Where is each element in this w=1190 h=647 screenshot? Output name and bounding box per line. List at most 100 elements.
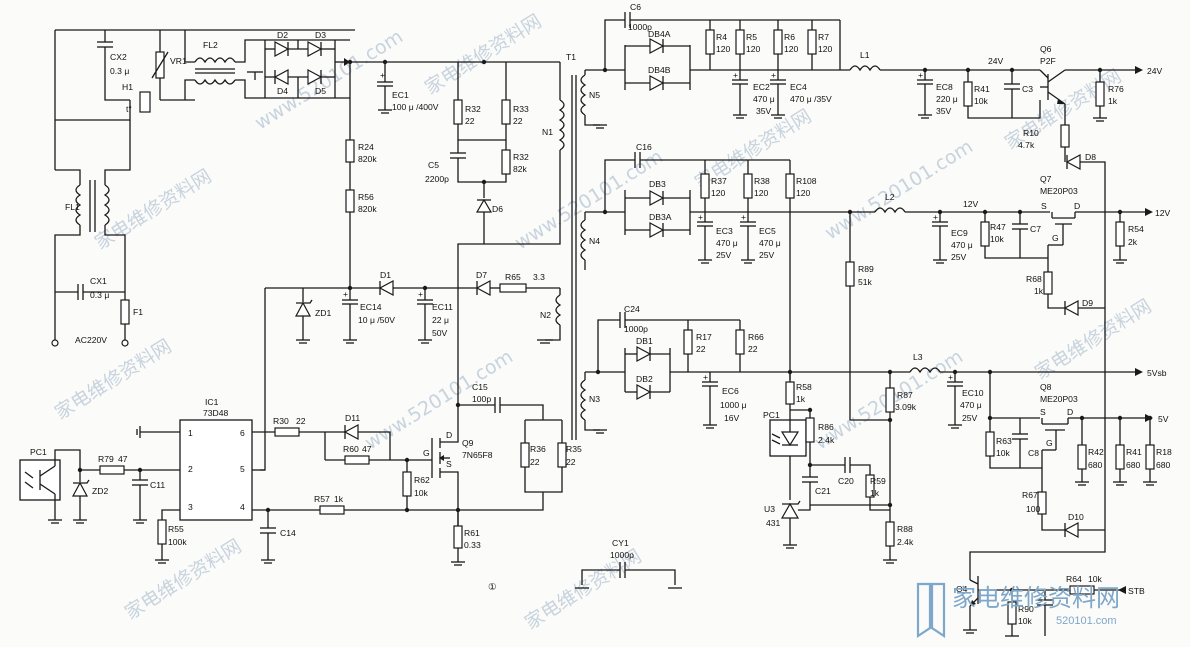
q8-source-label: S — [1040, 407, 1046, 417]
c6-label: C6 — [630, 2, 641, 12]
r30-label: R30 — [273, 416, 289, 426]
r7-resistor — [807, 29, 817, 55]
r88-resistor — [885, 521, 895, 547]
r55-resistor — [157, 519, 167, 545]
v24-node-label: 24V — [988, 56, 1004, 66]
c5-value: 2200p — [425, 174, 449, 184]
d11-label: D11 — [345, 413, 360, 423]
d10-label: D10 — [1068, 512, 1084, 522]
r108-label: R108 — [796, 176, 817, 186]
r38-value: 120 — [754, 188, 769, 198]
r33-resistor — [501, 99, 511, 125]
r87-value: 3.09k — [895, 402, 917, 412]
r58-resistor — [785, 381, 795, 405]
r55-value: 100k — [168, 537, 187, 547]
n3-label: N3 — [589, 394, 600, 404]
r61-resistor — [453, 525, 463, 549]
output-12v-section: N4 C16 DB3 DB3A R37 120 R38 120 R108 120… — [580, 142, 1171, 421]
r32b-resistor — [501, 149, 511, 175]
r68-resistor — [1043, 271, 1053, 295]
watermark-cn: 家电维修资料网 — [121, 535, 245, 624]
cx1-value: 0.3 μ — [90, 290, 109, 300]
r66-value: 22 — [748, 344, 758, 354]
ac-terminal — [51, 339, 59, 347]
q9-source-label: S — [446, 459, 452, 469]
r18-value: 680 — [1156, 460, 1171, 470]
ec5-label: EC5 — [759, 226, 776, 236]
ic1-pin5: 5 — [240, 464, 245, 474]
r79-resistor — [99, 465, 125, 475]
t1-label: T1 — [566, 52, 576, 62]
n5-label: N5 — [589, 90, 600, 100]
ec9-label: EC9 — [951, 228, 968, 238]
r42-resistor — [1077, 444, 1087, 470]
svg-text:+: + — [733, 70, 738, 80]
h1-t-label: t° — [126, 104, 132, 114]
fl1-label: FL1 — [65, 202, 80, 212]
f1-fuse — [120, 299, 130, 325]
ic1-label: IC1 — [205, 397, 219, 407]
r90-value: 10k — [1018, 616, 1033, 626]
ec14-label: EC14 — [360, 302, 382, 312]
ec11-value: 22 μ — [432, 315, 449, 325]
ec9-voltage: 25V — [951, 252, 967, 262]
r60-resistor — [344, 455, 370, 465]
svg-text:+: + — [741, 212, 746, 222]
r35-resistor — [557, 442, 567, 468]
fl2-label: FL2 — [203, 40, 218, 50]
r58-label: R58 — [796, 382, 812, 392]
q9-gate-label: G — [423, 448, 430, 458]
out-5vsb: 5Vsb — [1147, 368, 1167, 378]
ec8-value: 220 μ — [936, 94, 958, 104]
ic1-pin3: 3 — [188, 502, 193, 512]
ec1-value: 100 μ /400V — [392, 102, 439, 112]
ic1-pin6: 6 — [240, 428, 245, 438]
r42-value: 680 — [1088, 460, 1103, 470]
zd1-label: ZD1 — [315, 308, 331, 318]
r47-label: R47 — [990, 222, 1006, 232]
svg-text:+: + — [698, 212, 703, 222]
r17-value: 22 — [696, 344, 706, 354]
r4-label: R4 — [716, 32, 727, 42]
r24-resistor — [345, 139, 355, 163]
logo-book-icon — [916, 582, 932, 639]
r57-label: R57 — [314, 494, 330, 504]
q7-label: Q7 — [1040, 174, 1052, 184]
u3-label: U3 — [764, 504, 775, 514]
db2-label: DB2 — [636, 374, 653, 384]
r64-label: R64 — [1066, 574, 1082, 584]
r24-value: 820k — [358, 154, 377, 164]
ec10-value: 470 μ — [960, 400, 982, 410]
r108-value: 120 — [796, 188, 811, 198]
r79-label: R79 — [98, 454, 114, 464]
r90-label: R90 — [1018, 604, 1034, 614]
svg-text:+: + — [343, 289, 348, 299]
r66-resistor — [735, 329, 745, 355]
r59-label: R59 — [870, 476, 886, 486]
watermark-cn: 家电维修资料网 — [91, 165, 215, 254]
ic1-pin4: 4 — [240, 502, 245, 512]
d7-label: D7 — [476, 270, 487, 280]
ec6-voltage: 16V — [724, 413, 740, 423]
h1-label: H1 — [122, 82, 133, 92]
ic1-part: 73D48 — [203, 408, 229, 418]
r60-value: 47 — [362, 444, 372, 454]
r36-value: 22 — [530, 457, 540, 467]
watermark-url: www.520101.com — [361, 345, 517, 454]
r32a-label: R32 — [465, 104, 481, 114]
r62-label: R62 — [414, 475, 430, 485]
svg-text:+: + — [771, 70, 776, 80]
r4-resistor — [705, 29, 715, 55]
r88-value: 2.4k — [897, 537, 914, 547]
r37-value: 120 — [711, 188, 726, 198]
ec5-value: 470 μ — [759, 238, 781, 248]
r35-value: 22 — [566, 457, 576, 467]
out-5v: 5V — [1158, 414, 1169, 424]
r76-label: R76 — [1108, 84, 1124, 94]
n2-label: N2 — [540, 310, 551, 320]
r17-label: R17 — [696, 332, 712, 342]
r5-label: R5 — [746, 32, 757, 42]
d9-label: D9 — [1082, 298, 1093, 308]
r5-resistor — [735, 29, 745, 55]
